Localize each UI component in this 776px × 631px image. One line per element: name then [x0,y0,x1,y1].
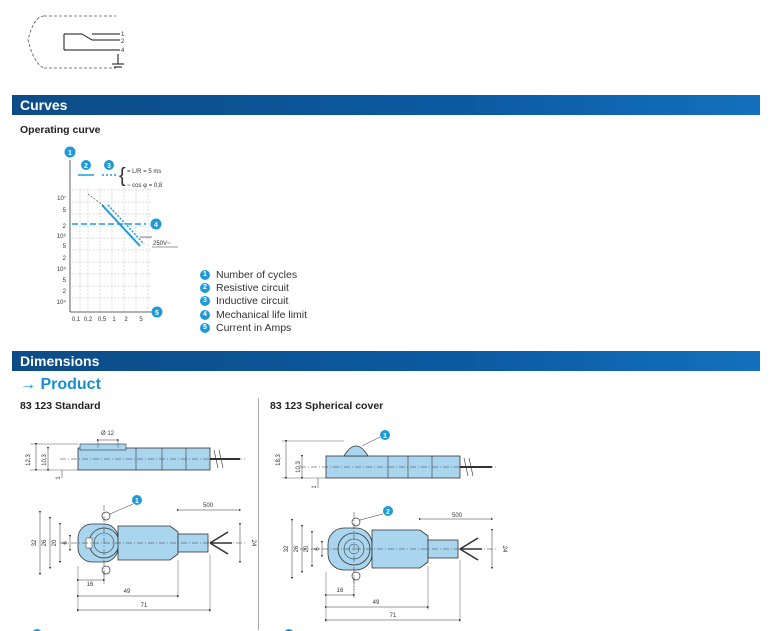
legend-item: 4 Mechanical life limit [200,308,307,321]
spherical-top-view [290,512,496,622]
legend-text: Inductive circuit [216,295,289,308]
y-tick: 5 [63,278,67,284]
y-tick: 10⁷ [57,195,66,202]
x-tick: 0,1 [72,317,81,323]
standard-callout-marker: 1 [109,495,142,515]
y-tick: 2 [63,256,67,262]
dim-w4: 6 [63,541,69,545]
x-tick: 1 [112,317,116,323]
sph-dim-end: 24 [501,546,507,553]
dim-w1: 32 [32,539,38,546]
legend-item: 5 Current in Amps [200,321,307,334]
inductive-marker: 3 [104,160,114,170]
product-heading: → Product [20,376,101,393]
spherical-side-view [282,439,496,488]
svg-text:4: 4 [154,222,158,229]
svg-text:2: 2 [386,509,390,516]
y-tick: 5 [63,244,67,250]
sph-dim-h2: 10,3 [296,461,302,473]
dim-l1: 16 [87,582,94,588]
y-tick: 2 [63,289,67,295]
sph-dim-w4: 6 [315,547,321,551]
sph-dim-h3: 1 [312,485,318,489]
svg-text:1: 1 [68,150,72,157]
standard-side-view [30,438,245,478]
operating-curve-title: Operating curve [20,124,101,136]
voltage-label: 250V~ [153,241,171,247]
x-axis-marker: 5 [151,306,163,318]
dimensions-header: Dimensions [12,351,760,371]
legend-text: Mechanical life limit [216,308,308,321]
standard-top-view [38,505,245,612]
legend-item: 1 Number of cycles [200,268,307,281]
dim-h2: 10,3 [42,454,48,466]
sph-dim-l3: 71 [390,613,397,619]
svg-text:5: 5 [155,310,159,317]
resistive-curve [101,204,141,247]
legend-item: 3 Inductive circuit [200,295,307,308]
legend-number: 4 [200,309,210,320]
svg-text:2: 2 [84,163,88,170]
brace: { [119,165,126,187]
drawing-divider [258,398,259,630]
legend-text: Current in Amps [216,321,292,334]
dim-phi: Ø 12 [101,431,115,437]
dim-cable: 500 [203,503,214,509]
sph-dim-w1: 32 [284,545,290,552]
y-tick: 10⁶ [57,233,67,240]
sph-dim-l2: 49 [373,600,380,606]
legend-number: 1 [200,269,210,280]
legend-text: Resistive circuit [216,281,289,294]
dim-h3: 1 [56,476,62,480]
y-axis-marker: 1 [64,146,76,158]
y-tick: 10⁵ [57,266,67,273]
dim-end: 24 [250,540,256,547]
legend-number: 2 [200,282,210,293]
legend-number: 5 [200,322,210,333]
x-tick: 0,5 [98,317,107,323]
formula-inductive: ~ cos φ = 0,8 [127,183,163,189]
dim-w2: 26 [42,539,48,546]
legend-item: 2 Resistive circuit [200,281,307,294]
inductive-curve [107,204,145,245]
sph-dim-h1: 18,3 [276,454,282,466]
standard-title: 83 123 Standard [20,400,101,412]
resistive-marker: 2 [81,160,91,170]
dim-l3: 71 [141,603,148,609]
terminal-4: 4 [121,48,125,54]
y-tick: 10⁴ [57,299,67,306]
sph-dim-l1: 16 [337,588,344,594]
sph-dim-w3: 20 [304,545,310,552]
spherical-top-callout-marker: 1 [361,430,390,447]
curve-legend: 1 Number of cycles 2 Resistive circuit 3 In… [200,268,307,334]
x-tick: 5 [139,317,143,323]
svg-text:3: 3 [107,163,111,170]
spherical-side-callout-marker: 2 [359,506,393,521]
mechanical-life-marker: 4 [150,218,162,230]
spherical-title: 83 123 Spherical cover [270,400,384,412]
curves-header: Curves [12,95,760,115]
y-tick: 5 [63,208,67,214]
x-tick: 2 [124,317,128,323]
dim-h1: 12,3 [26,454,32,466]
legend-number: 3 [200,296,210,307]
svg-text:1: 1 [383,433,387,440]
dim-w3: 20 [52,539,58,546]
chart-grid [72,188,152,312]
svg-text:1: 1 [135,498,139,505]
terminal-2: 2 [121,39,125,45]
terminal-1: 1 [121,32,125,38]
formula-resistive: = L/R = 5 ms [127,169,161,175]
x-tick: 0,2 [84,317,93,323]
sph-dim-w2: 26 [294,545,300,552]
wiring-symbol: 1 2 4 [27,15,125,69]
sph-dim-cable: 500 [452,513,463,519]
dim-l2: 49 [124,589,131,595]
y-tick: 2 [63,224,67,230]
legend-text: Number of cycles [216,268,298,281]
